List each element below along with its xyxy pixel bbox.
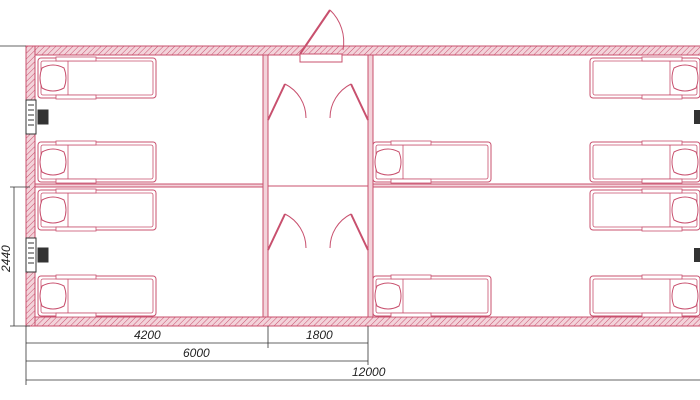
heater-icon bbox=[25, 99, 49, 135]
door-icon bbox=[329, 213, 369, 251]
bed-icon bbox=[37, 56, 157, 100]
pillow-icon bbox=[671, 148, 699, 176]
dimension-module-width: 2440 bbox=[0, 245, 13, 273]
bed-icon bbox=[37, 188, 157, 232]
outer-walls bbox=[25, 45, 700, 327]
bed-icon bbox=[589, 56, 700, 100]
pillow-icon bbox=[39, 196, 67, 224]
bed-icon bbox=[589, 274, 700, 318]
door-icon bbox=[267, 83, 307, 121]
beds-layer bbox=[37, 56, 700, 318]
door-icon bbox=[329, 83, 369, 121]
pillow-icon bbox=[374, 148, 402, 176]
pillow-icon bbox=[374, 282, 402, 310]
bed-icon bbox=[589, 188, 700, 232]
pillow-icon bbox=[39, 282, 67, 310]
pillow-icon bbox=[671, 196, 699, 224]
bed-icon bbox=[372, 140, 492, 184]
dimension-corridor-width: 1800 bbox=[306, 328, 333, 342]
dimension-total-length: 12000 bbox=[352, 365, 386, 379]
bed-icon bbox=[372, 274, 492, 318]
heater-icon bbox=[25, 237, 49, 273]
pillow-icon bbox=[671, 282, 699, 310]
bed-icon bbox=[37, 274, 157, 318]
door-icon bbox=[267, 213, 307, 251]
pillow-icon bbox=[39, 64, 67, 92]
pillow-icon bbox=[671, 64, 699, 92]
bed-icon bbox=[37, 140, 157, 184]
bed-icon bbox=[589, 140, 700, 184]
dimension-bedroom-width: 4200 bbox=[134, 328, 161, 342]
dimension-half-length: 6000 bbox=[183, 346, 210, 360]
dimension-lines bbox=[0, 45, 700, 385]
heater-icon bbox=[694, 110, 700, 262]
pillow-icon bbox=[39, 148, 67, 176]
entrance-door-icon bbox=[299, 9, 345, 63]
